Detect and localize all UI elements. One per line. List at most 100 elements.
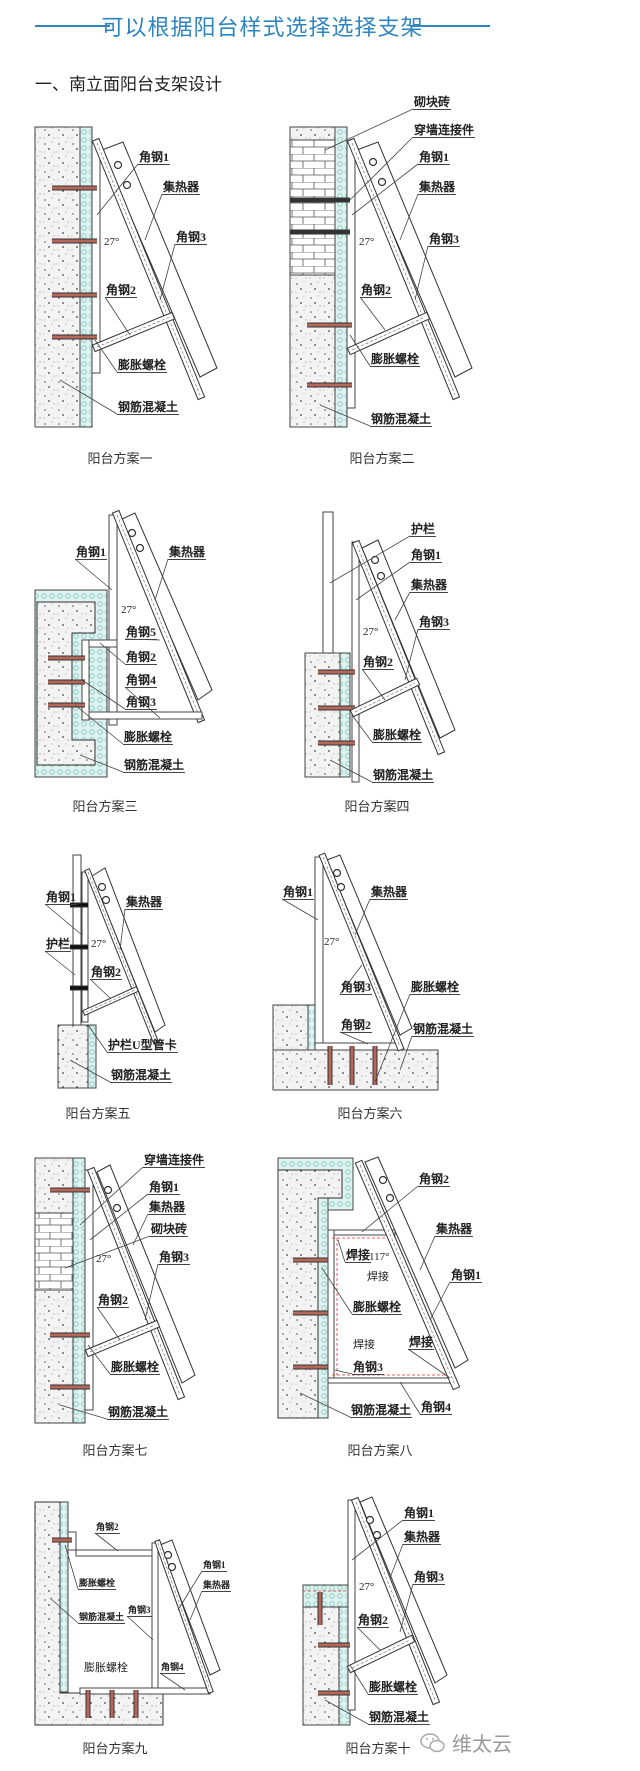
solar-collector [326,854,413,1036]
callout-label-conc: 钢筋混凝土 [110,1068,173,1083]
angle-steel [347,1499,356,1711]
solar-collector [361,539,456,739]
callout-label-bolt: 膨胀螺栓 [78,1578,117,1590]
angle-steel-edge [116,514,201,719]
leader-line [69,1059,111,1083]
angle-steel [314,856,324,1051]
callout-label-col: 集热器 [202,1580,232,1592]
leader-line [79,754,124,773]
callout-label-conn: 穿墙连接件 [413,123,476,138]
mounting-hole [127,528,137,538]
callout-label-a1: 角钢1 [75,545,108,560]
callout-label-bolt: 膨胀螺栓 [352,1300,403,1315]
callout-label-angle: 27° [96,1253,112,1265]
callout-label-angle: 27° [121,604,137,616]
callout-label-weld3: 焊接 [353,1339,375,1351]
mounting-hole [163,1550,173,1560]
solar-collector [356,141,473,378]
callout-label-conn: 穿墙连接件 [143,1153,206,1168]
leader-line [361,668,386,701]
leader-line [389,1543,404,1579]
leader-line [394,591,411,621]
leader-line [44,950,76,976]
leader-line [59,1404,108,1420]
leader-line [356,1626,381,1651]
angle-steel-edge [85,989,136,1013]
mounting-hole [377,177,387,187]
leader-line [87,1344,111,1375]
callout-label-conc: 钢筋混凝土 [372,768,435,783]
angle-steel-edge [87,871,156,1041]
callout-label-brick: 砌块砖 [413,95,452,110]
callout-label-a2: 角钢2 [95,1522,120,1534]
leader-line [64,1544,79,1590]
callout-label-a2: 角钢2 [357,1613,390,1628]
solar-collector [96,1164,196,1384]
leader-line [349,1664,369,1695]
diagram-caption: 阳台方案八 [347,1443,413,1458]
angle-steel [108,514,118,726]
callout-label-conc: 钢筋混凝土 [412,1022,475,1037]
callout-label-conc: 钢筋混凝土 [117,400,180,415]
angle-steel-edge [351,142,456,396]
callout-label-col: 集热器 [168,545,207,560]
diagram-caption: 阳台方案二 [349,451,415,466]
leader-line [329,759,373,783]
leader-line [281,898,319,921]
callout-label-conc: 钢筋混凝土 [350,1403,413,1418]
leader-line [374,993,411,1083]
callout-label-a4: 角钢4 [125,673,158,688]
angle-steel [327,1229,335,1381]
callout-label-conc: 钢筋混凝土 [370,412,433,427]
leader-line [339,1031,369,1045]
angle-steel-edge [355,1501,436,1701]
callout-label-bolt: 膨胀螺栓 [410,980,461,995]
callout-label-a1: 角钢1 [450,1268,483,1283]
callout-label-col: 集热器 [403,1530,442,1545]
callout-label-conc: 钢筋混凝土 [78,1612,126,1624]
leader-line [49,1597,79,1624]
callout-label-a4: 角钢4 [420,1400,453,1415]
callout-label-a1: 角钢1 [418,150,451,165]
callout-label-weld1: 焊接 [345,1248,372,1263]
leader-line [126,1615,154,1641]
angle-steel-face [88,1168,184,1399]
leader-line [79,1166,144,1226]
callout-label-a1: 角钢1 [148,1180,181,1195]
leader-line [96,1306,121,1341]
insulation-layer [87,1024,97,1089]
leader-line [334,1369,353,1375]
angle-steel [351,541,360,783]
leader-line [44,903,83,936]
callout-label-brick: 砌块砖 [150,1222,189,1237]
callout-label-bolt: 膨胀螺栓 [110,1360,161,1375]
insulation-layer [79,126,93,428]
leader-line [81,679,126,710]
leader-line [407,1348,451,1379]
callout-label-weld2: 焊接 [367,1271,389,1283]
callout-label-a1: 角钢1 [410,548,443,563]
mounting-hole [112,1203,122,1213]
mounting-hole [97,882,107,892]
mounting-hole [385,1193,395,1203]
callout-label-a1: 角钢1 [403,1506,436,1521]
leader-line [59,379,118,415]
leader-line [89,1193,149,1241]
title-rule-right [410,25,490,27]
solar-collector [364,1156,469,1369]
callout-label-a3: 角钢3 [428,232,461,247]
leader-line [74,704,124,745]
callout-label-a3: 角钢3 [125,695,158,710]
callout-label-a4: 角钢4 [160,1662,185,1674]
diagram-caption: 阳台方案三 [72,799,138,814]
insulation-layer [302,1584,351,1608]
leader-line [349,334,371,367]
callout-label-angle: 27° [359,236,375,248]
callout-label-angle: 27° [359,1581,375,1593]
angle-steel-edge [157,1542,211,1691]
leader-line [104,296,131,336]
insulation-layer [339,652,351,778]
callout-label-a5: 角钢5 [125,625,158,640]
leader-line [359,296,386,331]
